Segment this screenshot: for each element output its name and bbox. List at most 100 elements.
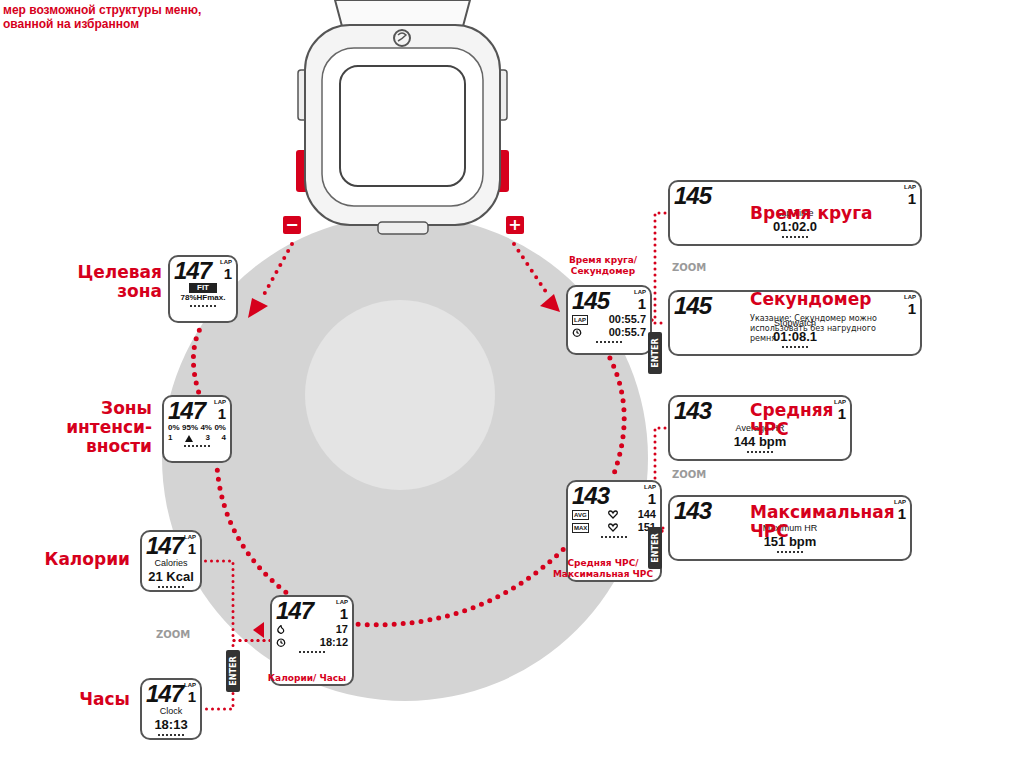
screen-text: FIT bbox=[189, 283, 217, 293]
menu-ring-connector bbox=[193, 326, 201, 392]
lap-indicator: LAP1 bbox=[634, 289, 646, 311]
watch-screen: 143LAP1Average HR144 bpmСредняя ЧРС bbox=[668, 395, 852, 461]
screen-row: 18:13 bbox=[146, 717, 196, 732]
button-symbol: − bbox=[283, 216, 301, 234]
page-dots bbox=[596, 341, 622, 343]
page-dots bbox=[299, 651, 325, 653]
screen-header: 147 LAP1 bbox=[168, 399, 226, 423]
page-dots bbox=[782, 346, 808, 348]
watch-screen: 145LAP1Lap Time01:02.0Время круга bbox=[668, 180, 922, 246]
screen-title: Калории bbox=[20, 550, 130, 569]
screen-header: 145LAP1 bbox=[572, 289, 646, 313]
lap-indicator: LAP1 bbox=[644, 484, 656, 506]
screen-header: 147 LAP1 bbox=[276, 599, 348, 623]
lap-number: 1 bbox=[218, 406, 226, 421]
screen-text: 18:13 bbox=[154, 717, 187, 732]
screen-title: Максимальная ЧРС bbox=[750, 503, 910, 541]
diagram-title: мер возможной структуры меню, ованной на… bbox=[3, 3, 218, 31]
zoom-label: ZOOM bbox=[672, 262, 706, 274]
lap-indicator: LAP1 bbox=[336, 599, 348, 621]
screen-text: Calories bbox=[154, 558, 187, 569]
screen-row: 151 bpm bbox=[674, 534, 906, 549]
lap-indicator: LAP1 bbox=[214, 399, 226, 421]
screen-title: Средняя ЧРС/ Максимальная ЧРС bbox=[546, 558, 660, 580]
watch-screen: 147LAP1FIT78%HFmax.Целевая зона bbox=[168, 255, 238, 323]
button-pointers bbox=[248, 244, 560, 318]
heart-icon bbox=[608, 510, 618, 519]
inner-disc bbox=[305, 300, 495, 490]
screen-row: FIT bbox=[174, 283, 232, 293]
watch-screen: 147LAP11718:12Калории/ Часы bbox=[270, 595, 354, 686]
screen-row: 0%95%4%0% bbox=[168, 423, 226, 433]
zoom-label: ZOOM bbox=[672, 469, 706, 481]
clock-icon bbox=[276, 638, 286, 647]
lap-tag: LAP bbox=[184, 682, 196, 689]
page-dots bbox=[190, 305, 216, 307]
enter-badge: ENTER bbox=[648, 332, 662, 374]
screen-row: Maximum HR bbox=[674, 523, 906, 534]
enter-text: ENTER bbox=[229, 656, 238, 685]
enter-badge: ENTER bbox=[648, 527, 662, 569]
screen-text: 17 bbox=[336, 623, 348, 636]
heart-rate-value: 147 bbox=[174, 259, 211, 283]
screen-row: 17 bbox=[276, 623, 348, 636]
lap-indicator: LAP1 bbox=[184, 534, 196, 556]
lap-number: 1 bbox=[224, 266, 232, 281]
lap-number: 1 bbox=[188, 689, 196, 704]
screen-title: Время круга bbox=[750, 204, 920, 223]
screen-title: Время круга/ Секундомер bbox=[556, 255, 650, 277]
lap-indicator: LAP1 bbox=[834, 399, 846, 421]
screen-title: Калории/ Часы bbox=[262, 673, 352, 684]
screen-text: 00:55.7 bbox=[609, 313, 646, 326]
watch-screen: 145LAP1Stopwatch01:08.1СекундомерУказани… bbox=[668, 290, 922, 356]
watch-screen: 147LAP10%95%4%0%134Зоны интенси- вности bbox=[162, 395, 232, 463]
menu-ring-connector bbox=[357, 549, 563, 624]
screen-title: Зоны интенси- вности bbox=[52, 399, 152, 456]
screen-row: Calories bbox=[146, 558, 196, 569]
enter-text: ENTER bbox=[651, 338, 660, 367]
heart-rate-value: 145 bbox=[674, 294, 711, 318]
screen-text: 18:12 bbox=[320, 636, 348, 649]
screen-row: 00:55.7 bbox=[572, 326, 646, 339]
tri-icon bbox=[184, 434, 194, 443]
watch bbox=[296, 0, 509, 234]
screen-text: 00:55.7 bbox=[609, 326, 646, 339]
enter-badge: ENTER bbox=[226, 650, 240, 692]
screen-header: 147LAP1 bbox=[146, 534, 196, 558]
heart-rate-value: 147 bbox=[146, 682, 183, 706]
heart-rate-value: 147 bbox=[276, 599, 313, 623]
screen-text: 95% bbox=[182, 423, 198, 433]
page-dots bbox=[601, 536, 627, 538]
screen-text: 3 bbox=[206, 433, 210, 443]
lap-number: 1 bbox=[908, 301, 916, 316]
screen-row: 134 bbox=[168, 433, 226, 443]
screen-text: 0% bbox=[214, 423, 226, 433]
screen-row: AVG144 bbox=[572, 508, 656, 521]
zoom-connector bbox=[652, 320, 666, 323]
screen-row: 21 Kcal bbox=[146, 569, 196, 584]
lap-tag: LAP bbox=[644, 484, 656, 491]
lap-indicator: LAP1 bbox=[220, 259, 232, 281]
screen-text: 4% bbox=[200, 423, 212, 433]
screen-text: AVG bbox=[572, 510, 589, 520]
zoom-connector bbox=[204, 561, 270, 641]
clock-icon bbox=[572, 328, 582, 337]
heart-rate-value: 145 bbox=[674, 184, 711, 208]
screen-header: 147 LAP1 bbox=[174, 259, 232, 283]
lap-tag: LAP bbox=[634, 289, 646, 296]
screen-text: 21 Kcal bbox=[148, 569, 194, 584]
menu-ring-connector bbox=[610, 358, 624, 477]
button-symbol: + bbox=[506, 216, 524, 234]
enter-text: ENTER bbox=[651, 533, 660, 562]
lap-tag: LAP bbox=[834, 399, 846, 406]
lap-tag: LAP bbox=[220, 259, 232, 266]
screen-row: 18:12 bbox=[276, 636, 348, 649]
lap-tag: LAP bbox=[184, 534, 196, 541]
menu-ring-connector bbox=[217, 466, 286, 593]
screen-text: 0% bbox=[168, 423, 180, 433]
page-dots bbox=[782, 236, 808, 238]
page-dots bbox=[158, 734, 184, 736]
heart-rate-value: 143 bbox=[572, 484, 609, 508]
heart-rate-value: 147 bbox=[168, 399, 205, 423]
